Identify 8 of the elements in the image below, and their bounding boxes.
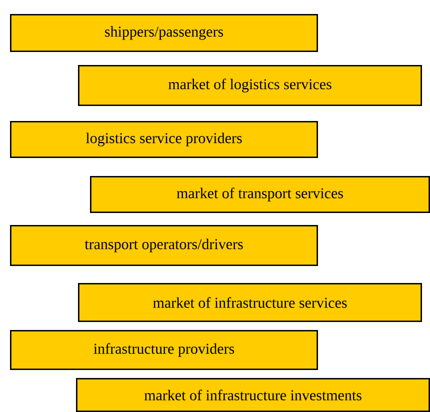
- market-box: market of infrastructure investments: [76, 378, 430, 412]
- market-box: market of transport services: [90, 176, 430, 213]
- market-box: market of infrastructure services: [78, 283, 422, 322]
- market-box: logistics service providers: [10, 121, 318, 158]
- market-box: shippers/passengers: [10, 14, 318, 52]
- market-box: transport operators/drivers: [10, 225, 318, 266]
- market-box: infrastructure providers: [10, 330, 318, 370]
- market-box: market of logistics services: [78, 65, 422, 106]
